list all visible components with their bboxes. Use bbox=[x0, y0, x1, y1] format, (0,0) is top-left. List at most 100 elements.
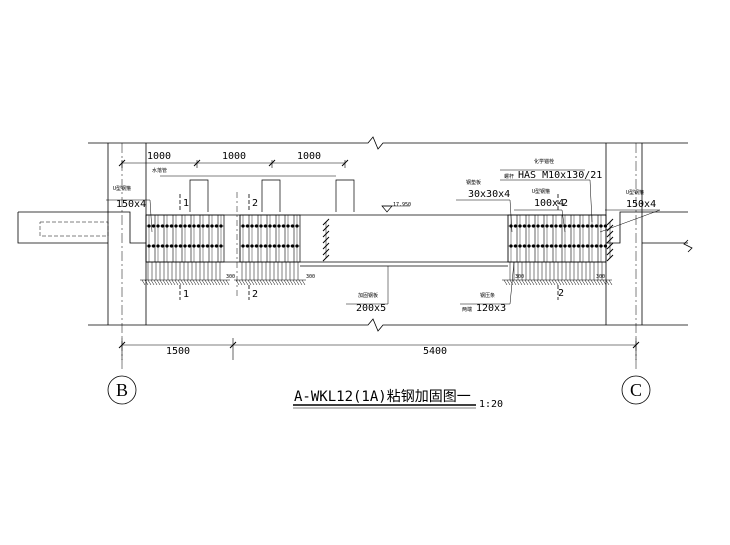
bottom-plate-name: 加固钢板 bbox=[358, 292, 378, 299]
bottom-dim-2: 5400 bbox=[423, 346, 447, 357]
drawing-scale: 1:20 bbox=[479, 399, 503, 410]
side-dim-tick bbox=[606, 218, 614, 226]
small-dim-4: 300 bbox=[596, 274, 605, 280]
water-pipe-frame bbox=[335, 179, 355, 212]
hatch bbox=[195, 279, 200, 286]
drawing-title: A-WKL12(1A)粘钢加固图一 bbox=[294, 389, 471, 405]
hatch bbox=[602, 279, 607, 286]
hatch bbox=[253, 279, 258, 286]
hatch bbox=[295, 279, 300, 286]
hatch bbox=[581, 279, 586, 286]
water-pipe-frame bbox=[261, 179, 281, 212]
side-dim-tick bbox=[322, 248, 330, 256]
hatch bbox=[162, 279, 167, 286]
hatch bbox=[560, 279, 565, 286]
axis-b-label: B bbox=[116, 380, 128, 400]
beam-outline bbox=[17, 211, 146, 244]
label-leader bbox=[456, 199, 513, 233]
hatch bbox=[262, 279, 267, 286]
side-plate-name: 钢压条 bbox=[480, 292, 495, 299]
hatch bbox=[596, 279, 601, 286]
hatch bbox=[225, 279, 230, 286]
hatch bbox=[174, 279, 179, 286]
small-dim-3: 300 bbox=[515, 274, 524, 280]
side-plate-prefix: 两端 bbox=[462, 306, 472, 313]
u-mid-size: 100x4 bbox=[534, 198, 564, 209]
hatch bbox=[554, 279, 559, 286]
hatch bbox=[198, 279, 203, 286]
elevation-triangle bbox=[381, 205, 393, 213]
section-mark-2-bottom: 2 bbox=[252, 289, 258, 300]
hatch bbox=[265, 279, 270, 286]
hatch bbox=[204, 279, 209, 286]
hatch bbox=[605, 279, 610, 286]
hatch bbox=[587, 279, 592, 286]
u-left-name: U型钢箍 bbox=[113, 185, 131, 192]
hatch bbox=[533, 279, 538, 286]
side-dim-tick bbox=[606, 254, 614, 262]
hatch bbox=[557, 279, 562, 286]
hatch bbox=[210, 279, 215, 286]
side-dim-tick bbox=[322, 218, 330, 226]
chem-anchor-name: 化学锚栓 bbox=[534, 158, 554, 165]
hatch bbox=[144, 279, 149, 286]
bottom-dim-1: 1500 bbox=[166, 346, 190, 357]
hatch bbox=[207, 279, 212, 286]
hatch bbox=[590, 279, 595, 286]
hatch bbox=[593, 279, 598, 286]
hatch bbox=[530, 279, 535, 286]
hatch bbox=[147, 279, 152, 286]
hatch bbox=[171, 279, 176, 286]
hatch bbox=[180, 279, 185, 286]
hatch bbox=[548, 279, 553, 286]
hatch bbox=[524, 279, 529, 286]
section-mark-2-top: 2 bbox=[252, 198, 258, 209]
hatch bbox=[219, 279, 224, 286]
section-mark-1-bottom: 1 bbox=[183, 289, 189, 300]
section-mark-1-top: 1 bbox=[183, 198, 189, 209]
hatch bbox=[256, 279, 261, 286]
hatch bbox=[283, 279, 288, 286]
hatch bbox=[250, 279, 255, 286]
hatch bbox=[159, 279, 164, 286]
label-leader bbox=[346, 266, 389, 305]
plate-group-outline bbox=[507, 214, 607, 263]
hatch bbox=[274, 279, 279, 286]
side-dim-tick bbox=[322, 224, 330, 232]
hatch bbox=[222, 279, 227, 286]
hatch bbox=[289, 279, 294, 286]
side-dim-tick bbox=[322, 242, 330, 250]
hatch bbox=[527, 279, 532, 286]
label-leader bbox=[599, 209, 661, 233]
hatch bbox=[235, 279, 240, 286]
hatch bbox=[186, 279, 191, 286]
elevation-value: 17.950 bbox=[393, 202, 411, 208]
u-left-size: 150x4 bbox=[116, 199, 146, 210]
side-plate-size: 120x3 bbox=[476, 303, 506, 314]
hatch bbox=[608, 279, 613, 286]
hatch bbox=[509, 279, 514, 286]
hatch bbox=[512, 279, 517, 286]
section-mark-2-right-top: 2 bbox=[562, 198, 568, 209]
hatch bbox=[536, 279, 541, 286]
u-right-name: U型钢箍 bbox=[626, 189, 644, 196]
hatch bbox=[259, 279, 264, 286]
hatch bbox=[569, 279, 574, 286]
side-dim-tick bbox=[606, 248, 614, 256]
hatch bbox=[551, 279, 556, 286]
label-leader bbox=[460, 261, 515, 305]
small-dim-1: 300 bbox=[226, 274, 235, 280]
hatch bbox=[515, 279, 520, 286]
side-dim-tick bbox=[606, 242, 614, 250]
water-pipe-frame bbox=[189, 179, 209, 212]
bottom-plate-size: 200x5 bbox=[356, 303, 386, 314]
hatch bbox=[216, 279, 221, 286]
axis-b-bubble bbox=[107, 375, 137, 405]
hatch bbox=[244, 279, 249, 286]
label-leader bbox=[500, 179, 593, 223]
side-dim-tick bbox=[606, 230, 614, 238]
label-leader bbox=[106, 199, 153, 233]
hatch bbox=[150, 279, 155, 286]
label-leader bbox=[514, 209, 566, 233]
